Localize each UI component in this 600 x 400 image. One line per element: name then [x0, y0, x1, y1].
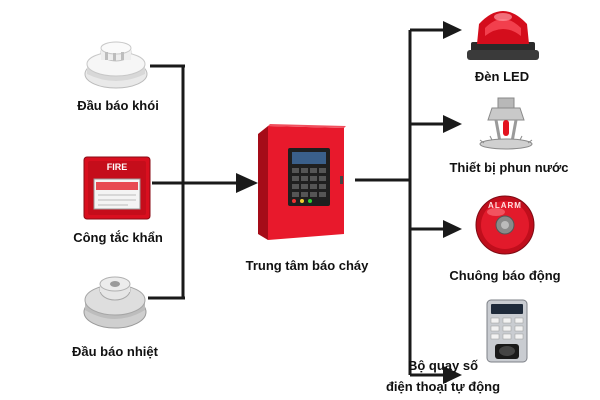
alarm-bell-label: Chuông báo động: [449, 268, 561, 283]
heat-detector-label: Đầu báo nhiệt: [72, 344, 158, 359]
alarm-bell-icon: ALARM: [474, 194, 536, 256]
red-beacon-light-icon: [465, 2, 541, 64]
alarm-bell-ring-text: ALARM: [488, 201, 522, 210]
smoke-detector-icon: [83, 36, 149, 92]
auto-dialer-keypad-icon: [485, 298, 529, 364]
sprinkler-head-icon: [470, 96, 542, 154]
heat-detector-icon: [82, 270, 148, 332]
led-light-label: Đèn LED: [474, 69, 530, 84]
manual-call-point-label: Công tắc khẩn: [73, 230, 163, 245]
smoke-detector-label: Đầu báo khói: [77, 98, 159, 113]
dialer-arrowhead: [443, 366, 462, 384]
panel-arrowhead: [236, 173, 258, 193]
fire-alarm-control-panel-icon: [256, 122, 348, 244]
led-arrowhead: [443, 21, 462, 39]
sprinkler-label: Thiết bị phun nước: [449, 160, 569, 175]
auto-dialer-label-line2: điện thoại tự động: [385, 379, 501, 394]
fire-sign-text: FIRE: [106, 162, 128, 172]
manual-call-point-icon: FIRE: [82, 155, 152, 221]
control-panel-label: Trung tâm báo cháy: [245, 258, 369, 273]
bell-arrowhead: [443, 220, 462, 238]
auto-dialer-label-line1: Bộ quay số: [407, 358, 479, 373]
sprinkler-arrowhead: [443, 115, 462, 133]
